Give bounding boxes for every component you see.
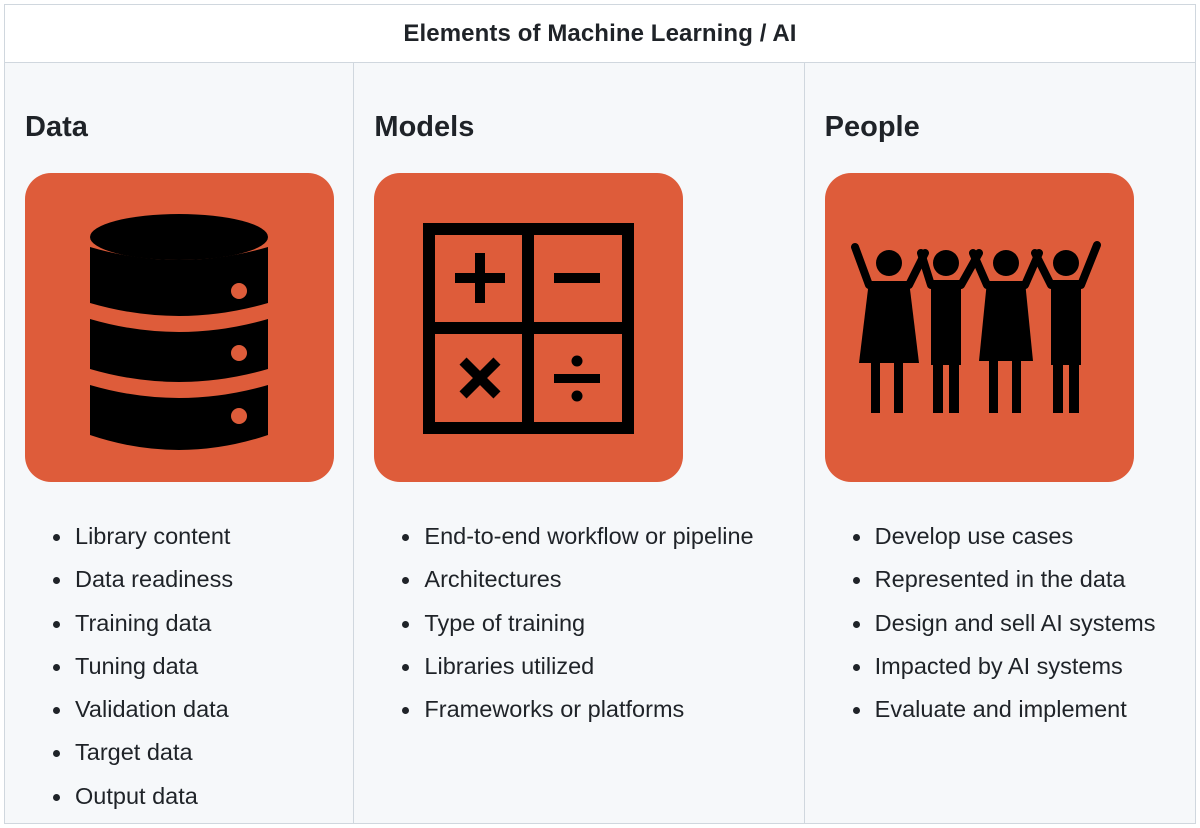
list-item: Libraries utilized (374, 645, 753, 688)
list-item: Output data (25, 775, 233, 818)
elements-table: Elements of Machine Learning / AI Data (4, 4, 1196, 824)
list-item: Architectures (374, 558, 753, 601)
column-models: Models (354, 63, 805, 823)
table-title: Elements of Machine Learning / AI (403, 19, 797, 47)
list-item: Type of training (374, 602, 753, 645)
list-item: Validation data (25, 688, 233, 731)
table-header: Elements of Machine Learning / AI (5, 5, 1195, 63)
people-group-icon (824, 173, 1134, 482)
column-heading-people: People (824, 111, 920, 143)
bullet-list-data: Library content Data readiness Training … (25, 515, 233, 818)
calculator-icon (374, 173, 684, 482)
list-item: Training data (25, 602, 233, 645)
list-item: Tuning data (25, 645, 233, 688)
bullet-list-people: Develop use cases Represented in the dat… (825, 515, 1156, 731)
column-heading-data: Data (25, 111, 88, 143)
list-item: Develop use cases (825, 515, 1156, 558)
list-item: Impacted by AI systems (825, 645, 1156, 688)
list-item: Library content (25, 515, 233, 558)
list-item: End-to-end workflow or pipeline (374, 515, 754, 558)
list-item: Frameworks or platforms (374, 688, 753, 731)
list-item: Data readiness (25, 558, 233, 601)
column-data: Data Library content Data readiness Tr (5, 63, 355, 823)
bullet-list-models: End-to-end workflow or pipeline Architec… (374, 515, 754, 731)
list-item: Represented in the data (825, 558, 1156, 601)
table-body: Data Library content Data readiness Tr (5, 63, 1195, 823)
column-people: People (805, 63, 1195, 823)
list-item: Target data (25, 731, 233, 774)
column-heading-models: Models (374, 111, 475, 143)
list-item: Evaluate and implement (825, 688, 1156, 731)
database-icon (25, 173, 334, 482)
list-item: Design and sell AI systems (825, 602, 1155, 645)
